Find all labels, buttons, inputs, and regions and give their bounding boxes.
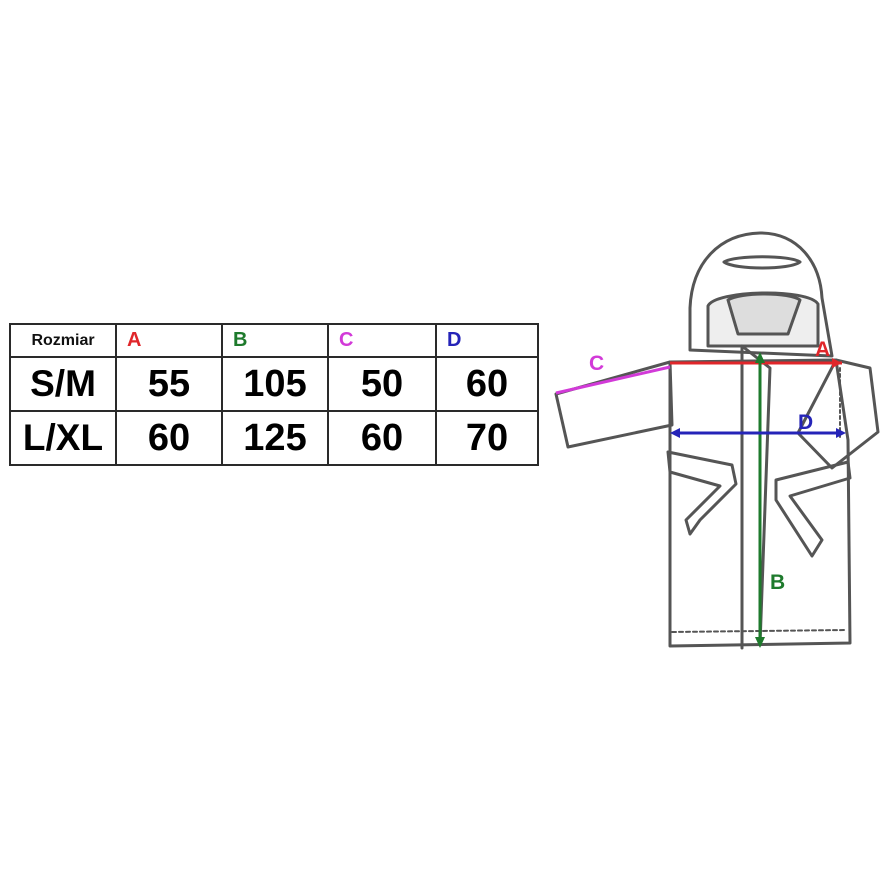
robe-body: [668, 358, 852, 648]
hood: [688, 231, 834, 358]
column-letter-c: C: [339, 329, 354, 351]
hood-lining: [726, 292, 802, 336]
column-header-a: A: [115, 323, 223, 358]
measure-value: 125: [243, 416, 307, 459]
measure-value: 60: [360, 416, 404, 459]
size-table: Rozmiar A B C D S/M 55 105 50 60 L/XL 60…: [9, 323, 539, 466]
measure-c: [555, 365, 671, 395]
size-name: S/M: [30, 363, 96, 404]
bathrobe-outline: [554, 231, 880, 650]
measure-d: [670, 428, 846, 438]
row-size-cell: L/XL: [9, 410, 117, 466]
column-letter-b: B: [233, 329, 248, 351]
measure-value: 60: [147, 416, 191, 459]
label-b: B: [770, 571, 785, 594]
value-cell: 125: [221, 410, 329, 466]
belt-right: [774, 460, 852, 558]
table-row: S/M 55 105 50 60: [9, 356, 539, 412]
value-cell: 60: [435, 356, 539, 412]
right-sleeve: [796, 358, 880, 470]
value-cell: 60: [327, 410, 437, 466]
label-d: D: [798, 411, 813, 434]
column-header-c: C: [327, 323, 437, 358]
size-header-label: Rozmiar: [31, 331, 95, 349]
row-size-cell: S/M: [9, 356, 117, 412]
label-a: A: [815, 338, 830, 361]
measure-value: 105: [243, 362, 307, 405]
left-sleeve: [554, 360, 674, 449]
column-letter-d: D: [447, 329, 462, 351]
table-header-row: Rozmiar A B C D: [9, 323, 539, 358]
hood-rim: [722, 255, 802, 270]
table-row: L/XL 60 125 60 70: [9, 410, 539, 466]
label-c: C: [589, 352, 604, 375]
column-header-d: D: [435, 323, 539, 358]
bathrobe-diagram: C A D B: [554, 231, 880, 650]
column-letter-a: A: [127, 329, 142, 351]
measure-b: [755, 352, 765, 648]
measure-value: 60: [465, 362, 509, 405]
column-header-b: B: [221, 323, 329, 358]
value-cell: 70: [435, 410, 539, 466]
value-cell: 105: [221, 356, 329, 412]
measure-value: 50: [360, 362, 404, 405]
measure-value: 70: [465, 416, 509, 459]
size-column-header: Rozmiar: [9, 323, 117, 358]
front-lapel: [740, 344, 772, 647]
value-cell: 50: [327, 356, 437, 412]
value-cell: 60: [115, 410, 223, 466]
measure-value: 55: [147, 362, 191, 405]
value-cell: 55: [115, 356, 223, 412]
size-name: L/XL: [22, 417, 104, 458]
belt-left: [666, 450, 738, 536]
